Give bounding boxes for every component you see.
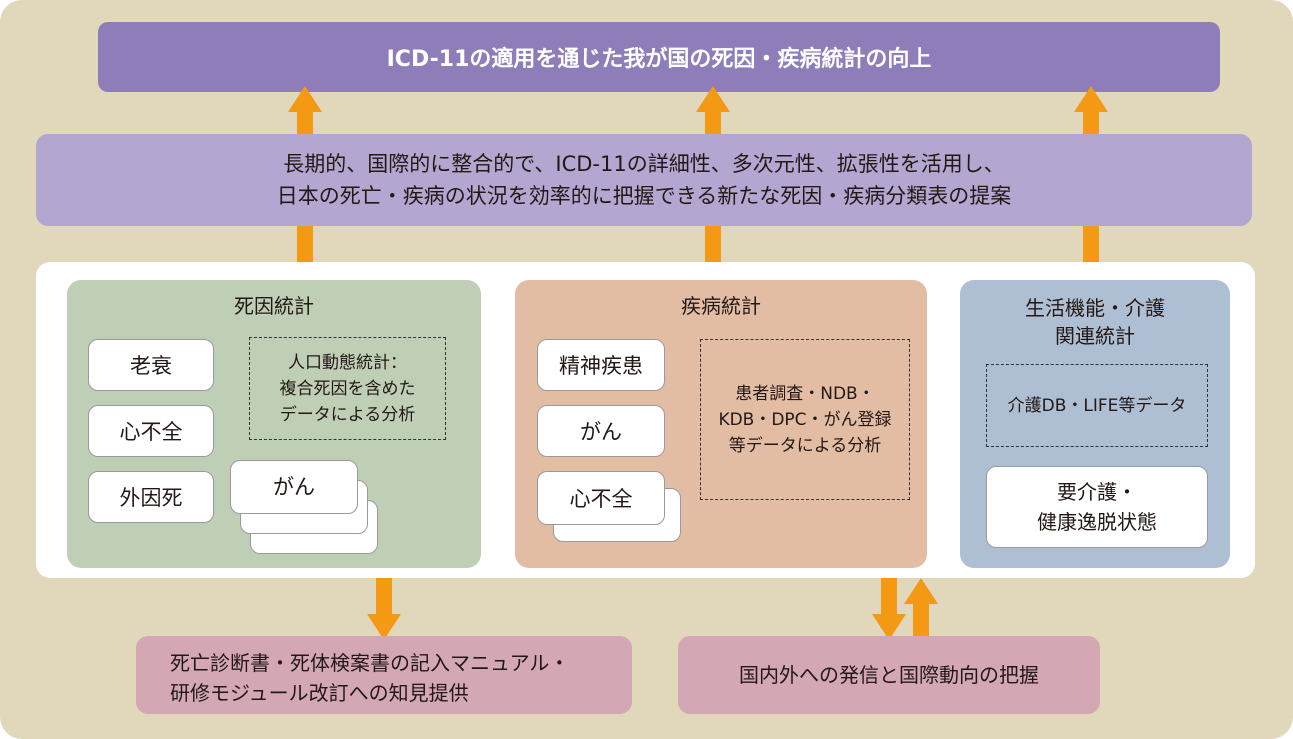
arrow-shaft-right-mid bbox=[1083, 226, 1099, 262]
death-item-senility: 老衰 bbox=[88, 339, 214, 391]
care-title-line-1: 生活機能・介護 bbox=[1025, 296, 1165, 320]
international-outreach-text: 国内外への発信と国際動向の把握 bbox=[739, 663, 1039, 687]
arrow-up-right-top bbox=[1074, 86, 1108, 136]
arrow-shaft-left-mid bbox=[297, 226, 313, 262]
arrow-down-left-bottom bbox=[367, 578, 401, 640]
top-goal-text: ICD-11の適用を通じた我が国の死因・疾病統計の向上 bbox=[386, 47, 932, 72]
death-item-external-cause: 外因死 bbox=[88, 471, 214, 523]
disease-stack-card-heart-failure: 心不全 bbox=[537, 471, 665, 525]
care-data-box: 介護DB・LIFE等データ bbox=[986, 364, 1208, 447]
disease-item-cancer: がん bbox=[537, 405, 665, 457]
disease-analysis-line-1: 患者調査・NDB・ bbox=[735, 383, 875, 404]
disease-analysis-line-2: KDB・DPC・がん登録 bbox=[718, 409, 892, 430]
care-item-long-term-care: 要介護・ 健康逸脱状態 bbox=[986, 466, 1208, 548]
manual-feedback-line-1: 死亡診断書・死体検案書の記入マニュアル・ bbox=[170, 651, 570, 675]
arrow-up-right-bottom bbox=[904, 578, 938, 640]
death-analysis-box: 人口動態統計： 複合死因を含めた データによる分析 bbox=[249, 337, 446, 440]
care-item-line-2: 健康逸脱状態 bbox=[1037, 510, 1157, 534]
disease-item-mental: 精神疾患 bbox=[537, 339, 665, 391]
top-goal-banner: ICD-11の適用を通じた我が国の死因・疾病統計の向上 bbox=[98, 22, 1220, 92]
international-outreach-box: 国内外への発信と国際動向の把握 bbox=[678, 636, 1100, 714]
death-statistics-title: 死因統計 bbox=[234, 294, 314, 318]
manual-feedback-box: 死亡診断書・死体検案書の記入マニュアル・ 研修モジュール改訂への知見提供 bbox=[136, 636, 632, 714]
care-statistics-title: 生活機能・介護 関連統計 bbox=[960, 294, 1230, 350]
arrow-shaft-center-mid bbox=[705, 226, 721, 262]
disease-analysis-line-3: 等データによる分析 bbox=[728, 435, 882, 456]
proposal-line-1: 長期的、国際的に整合的で、ICD-11の詳細性、多次元性、拡張性を活用し、 bbox=[283, 152, 1005, 176]
death-stack-card-cancer: がん bbox=[230, 460, 358, 514]
death-analysis-line-1: 人口動態統計： bbox=[288, 352, 407, 373]
death-analysis-line-2: 複合死因を含めた bbox=[279, 378, 416, 399]
death-analysis-line-3: データによる分析 bbox=[279, 404, 416, 425]
care-item-line-1: 要介護・ bbox=[1057, 480, 1137, 504]
care-title-line-2: 関連統計 bbox=[1055, 324, 1135, 348]
disease-statistics-title: 疾病統計 bbox=[681, 294, 761, 318]
manual-feedback-line-2: 研修モジュール改訂への知見提供 bbox=[170, 681, 469, 705]
disease-analysis-box: 患者調査・NDB・ KDB・DPC・がん登録 等データによる分析 bbox=[700, 339, 910, 500]
arrow-up-center-top bbox=[696, 86, 730, 136]
arrow-up-left-top bbox=[288, 86, 322, 136]
arrow-down-right-bottom bbox=[872, 578, 906, 640]
proposal-line-2: 日本の死亡・疾病の状況を効率的に把握できる新たな死因・疾病分類表の提案 bbox=[276, 184, 1012, 208]
proposal-banner: 長期的、国際的に整合的で、ICD-11の詳細性、多次元性、拡張性を活用し、 日本… bbox=[36, 134, 1252, 226]
death-item-heart-failure: 心不全 bbox=[88, 405, 214, 457]
death-stack-card-label: がん bbox=[273, 475, 315, 499]
